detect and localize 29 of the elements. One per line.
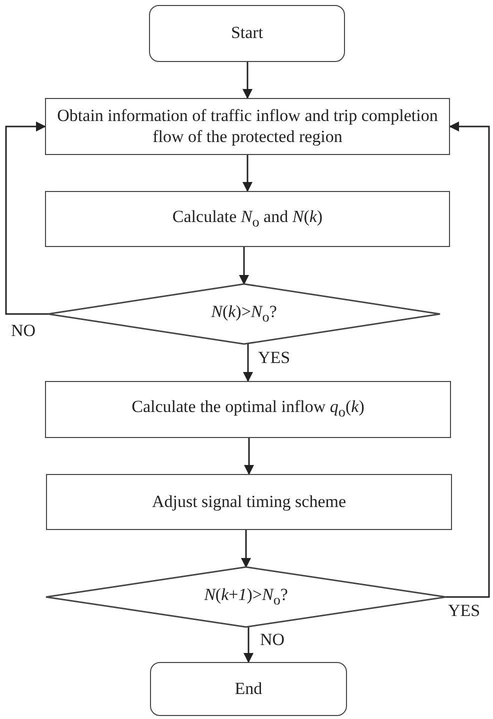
node-text: Adjust signal timing scheme: [152, 492, 346, 512]
arrow: [244, 438, 254, 475]
arrow: [243, 344, 253, 382]
node-text: N(k+1)>N$_{o}$?: [204, 584, 288, 610]
process-box: [45, 381, 451, 438]
terminal-box: [149, 5, 345, 62]
arrow: [244, 627, 254, 663]
arrow: [446, 122, 490, 598]
decision-diamond: [48, 284, 440, 344]
decision-diamond: [46, 567, 446, 627]
edge-label: YES: [447, 602, 482, 619]
node-text: Obtain information of traffic inflow and trip completion flow of the protected region: [56, 106, 439, 147]
arrow: [242, 62, 252, 99]
arrow: [241, 530, 251, 568]
node-text: Calculate N$_{o}$ and N(k): [172, 206, 323, 232]
edge-label: YES: [257, 349, 292, 366]
node-text: End: [234, 678, 262, 700]
edge-label: NO: [259, 631, 286, 648]
process-box: [45, 98, 450, 155]
node-text: Calculate the optimal inflow q$_{o}$(k): [132, 397, 364, 422]
node-text: N(k)>N$_{o}$?: [211, 302, 277, 326]
arrow: [239, 247, 249, 285]
process-box: [46, 474, 452, 530]
process-box: [45, 191, 450, 247]
edge-label: NO: [10, 322, 37, 339]
terminal-box: [150, 662, 347, 716]
node-text: Start: [230, 23, 264, 44]
arrow: [5, 122, 48, 315]
arrow: [242, 155, 252, 192]
